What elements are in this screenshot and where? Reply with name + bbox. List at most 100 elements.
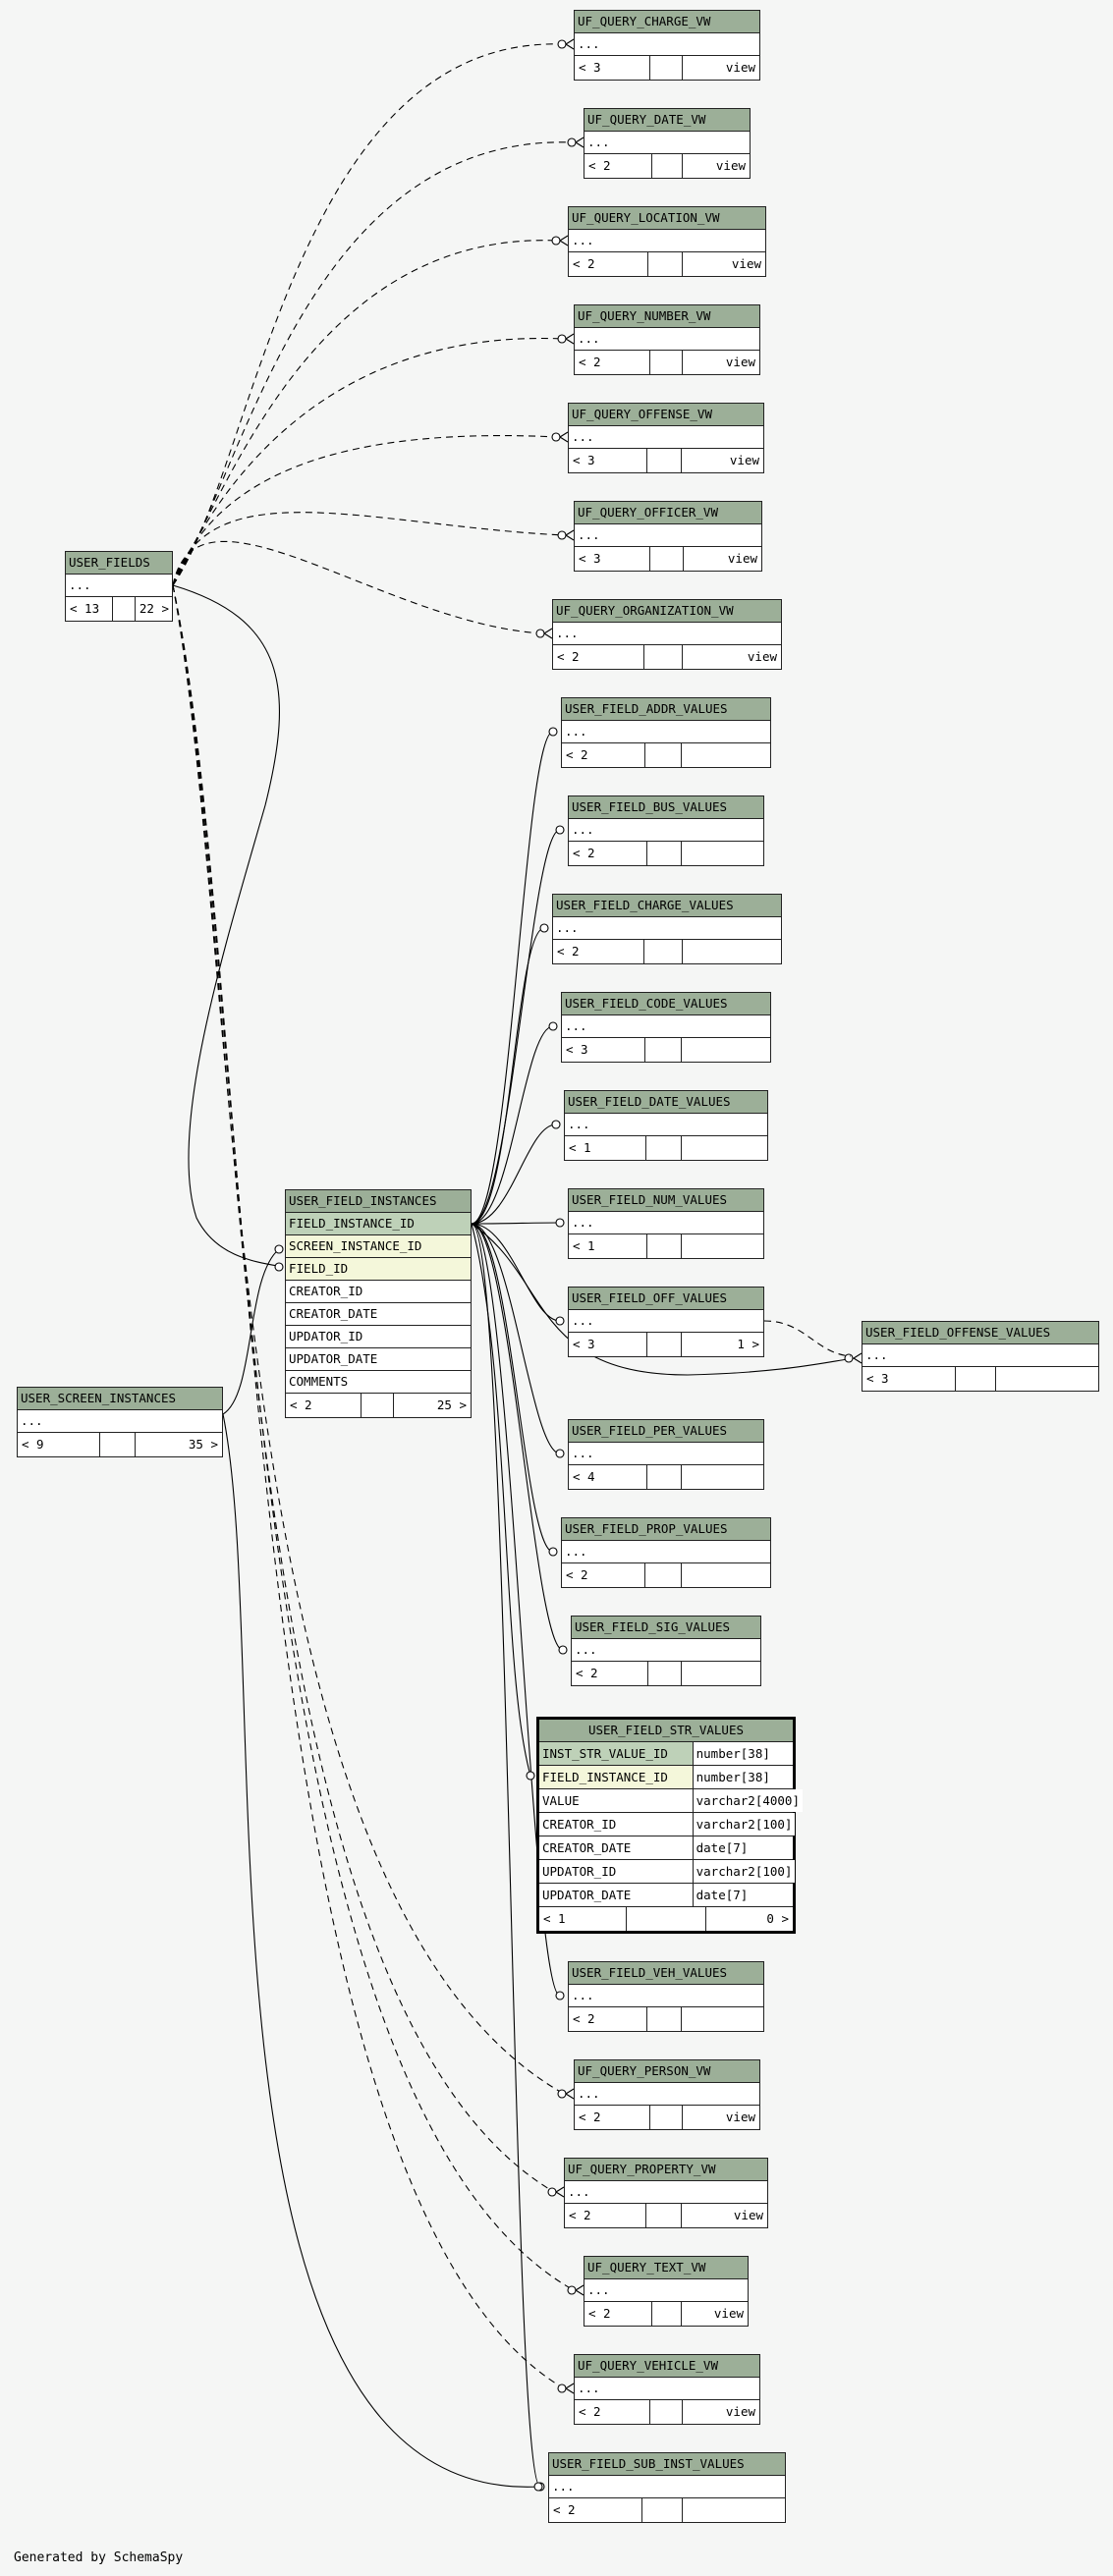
child-count bbox=[682, 1038, 770, 1062]
table-footer: < 1 0 > bbox=[539, 1907, 793, 1931]
relationship-edge bbox=[471, 731, 554, 1225]
collapsed-columns: ... bbox=[569, 1212, 763, 1234]
relationship-edge bbox=[172, 337, 565, 586]
relationship-edge bbox=[471, 1025, 554, 1225]
many-marker bbox=[559, 431, 569, 443]
child-count: 22 > bbox=[139, 601, 170, 616]
table-user-field-prop-values[interactable]: USER_FIELD_PROP_VALUES...< 2 bbox=[561, 1517, 771, 1588]
row-count bbox=[652, 154, 684, 178]
child-count bbox=[683, 940, 781, 963]
row-count bbox=[648, 1662, 683, 1685]
parent-count: < 1 bbox=[569, 1234, 648, 1258]
table-footer: < 2 bbox=[572, 1662, 760, 1685]
row-count bbox=[362, 1394, 395, 1417]
relationship-edge bbox=[172, 541, 543, 634]
collapsed-columns: ... bbox=[553, 623, 781, 645]
collapsed-columns: ... bbox=[569, 230, 765, 252]
table-user-field-sub-inst-values[interactable]: USER_FIELD_SUB_INST_VALUES...< 2 bbox=[548, 2452, 786, 2523]
collapsed-columns: ... bbox=[562, 1015, 770, 1038]
relationship-edge bbox=[471, 1223, 561, 1322]
relationship-edge bbox=[471, 1124, 557, 1225]
optional-marker bbox=[551, 236, 561, 246]
optional-marker bbox=[557, 2384, 567, 2393]
column-name: FIELD_INSTANCE_ID bbox=[539, 1766, 694, 1788]
row-count bbox=[645, 1563, 682, 1587]
collapsed-columns: ... bbox=[863, 1344, 1098, 1367]
collapsed-columns: ... bbox=[569, 1310, 763, 1333]
table-name: UF_QUERY_OFFENSE_VW bbox=[569, 404, 763, 426]
table-user-field-per-values[interactable]: USER_FIELD_PER_VALUES...< 4 bbox=[568, 1419, 764, 1490]
row-count bbox=[645, 1038, 682, 1062]
relationship-edge bbox=[172, 240, 559, 586]
table-name: USER_FIELD_PROP_VALUES bbox=[562, 1518, 770, 1541]
table-name: UF_QUERY_NUMBER_VW bbox=[575, 305, 759, 328]
row-count bbox=[627, 1907, 707, 1931]
table-user-field-offense-values[interactable]: USER_FIELD_OFFENSE_VALUES...< 3 bbox=[862, 1321, 1099, 1392]
table-name: USER_FIELD_SIG_VALUES bbox=[572, 1617, 760, 1639]
child-count bbox=[996, 1367, 1098, 1391]
table-user-field-addr-values[interactable]: USER_FIELD_ADDR_VALUES...< 2 bbox=[561, 697, 771, 768]
table-user-field-sig-values[interactable]: USER_FIELD_SIG_VALUES...< 2 bbox=[571, 1616, 761, 1686]
parent-count: < 2 bbox=[565, 2204, 647, 2227]
optional-marker bbox=[555, 1449, 565, 1458]
optional-marker bbox=[274, 1244, 284, 1254]
table-footer: < 2 bbox=[562, 743, 770, 767]
child-count: 0 > bbox=[766, 1911, 789, 1926]
relationship-edge bbox=[172, 435, 559, 586]
optional-marker bbox=[526, 1771, 535, 1781]
table-user-field-veh-values[interactable]: USER_FIELD_VEH_VALUES...< 2 bbox=[568, 1961, 764, 2032]
table-user-field-code-values[interactable]: USER_FIELD_CODE_VALUES...< 3 bbox=[561, 992, 771, 1063]
child-count bbox=[682, 1563, 770, 1587]
relationship-edge bbox=[222, 1413, 539, 2488]
column-name: VALUE bbox=[539, 1789, 694, 1812]
table-footer: < 2 bbox=[553, 940, 781, 963]
parent-count: < 2 bbox=[569, 252, 648, 276]
parent-count: < 1 bbox=[539, 1907, 627, 1931]
parent-count: < 2 bbox=[562, 1563, 646, 1587]
table-user-field-num-values[interactable]: USER_FIELD_NUM_VALUES...< 1 bbox=[568, 1188, 764, 1259]
table-user-field-charge-values[interactable]: USER_FIELD_CHARGE_VALUES...< 2 bbox=[552, 894, 782, 964]
child-count bbox=[682, 1662, 760, 1685]
optional-marker bbox=[535, 629, 545, 638]
table-footer: < 2 bbox=[562, 1563, 770, 1587]
column-type: date[7] bbox=[693, 1884, 793, 1906]
relationship-edge bbox=[172, 141, 575, 586]
child-count: view bbox=[725, 355, 755, 369]
table-name: USER_FIELD_CODE_VALUES bbox=[562, 993, 770, 1015]
relationship-edge bbox=[471, 927, 545, 1225]
collapsed-columns: ... bbox=[584, 132, 750, 154]
table-name: UF_QUERY_PERSON_VW bbox=[575, 2060, 759, 2083]
table-user-field-date-values[interactable]: USER_FIELD_DATE_VALUES...< 1 bbox=[564, 1090, 768, 1161]
relationship-edge bbox=[172, 584, 565, 2095]
child-count bbox=[682, 1234, 763, 1258]
column-name: CREATOR_DATE bbox=[539, 1836, 694, 1859]
child-count: view bbox=[713, 2306, 744, 2321]
relationship-edge bbox=[763, 1320, 852, 1357]
table-footer: < 3 bbox=[863, 1367, 1098, 1391]
optional-marker bbox=[555, 1218, 565, 1228]
table-user-field-bus-values[interactable]: USER_FIELD_BUS_VALUES...< 2 bbox=[568, 795, 764, 866]
child-count: 1 > bbox=[737, 1337, 759, 1351]
column-name: UPDATOR_DATE bbox=[539, 1884, 694, 1906]
